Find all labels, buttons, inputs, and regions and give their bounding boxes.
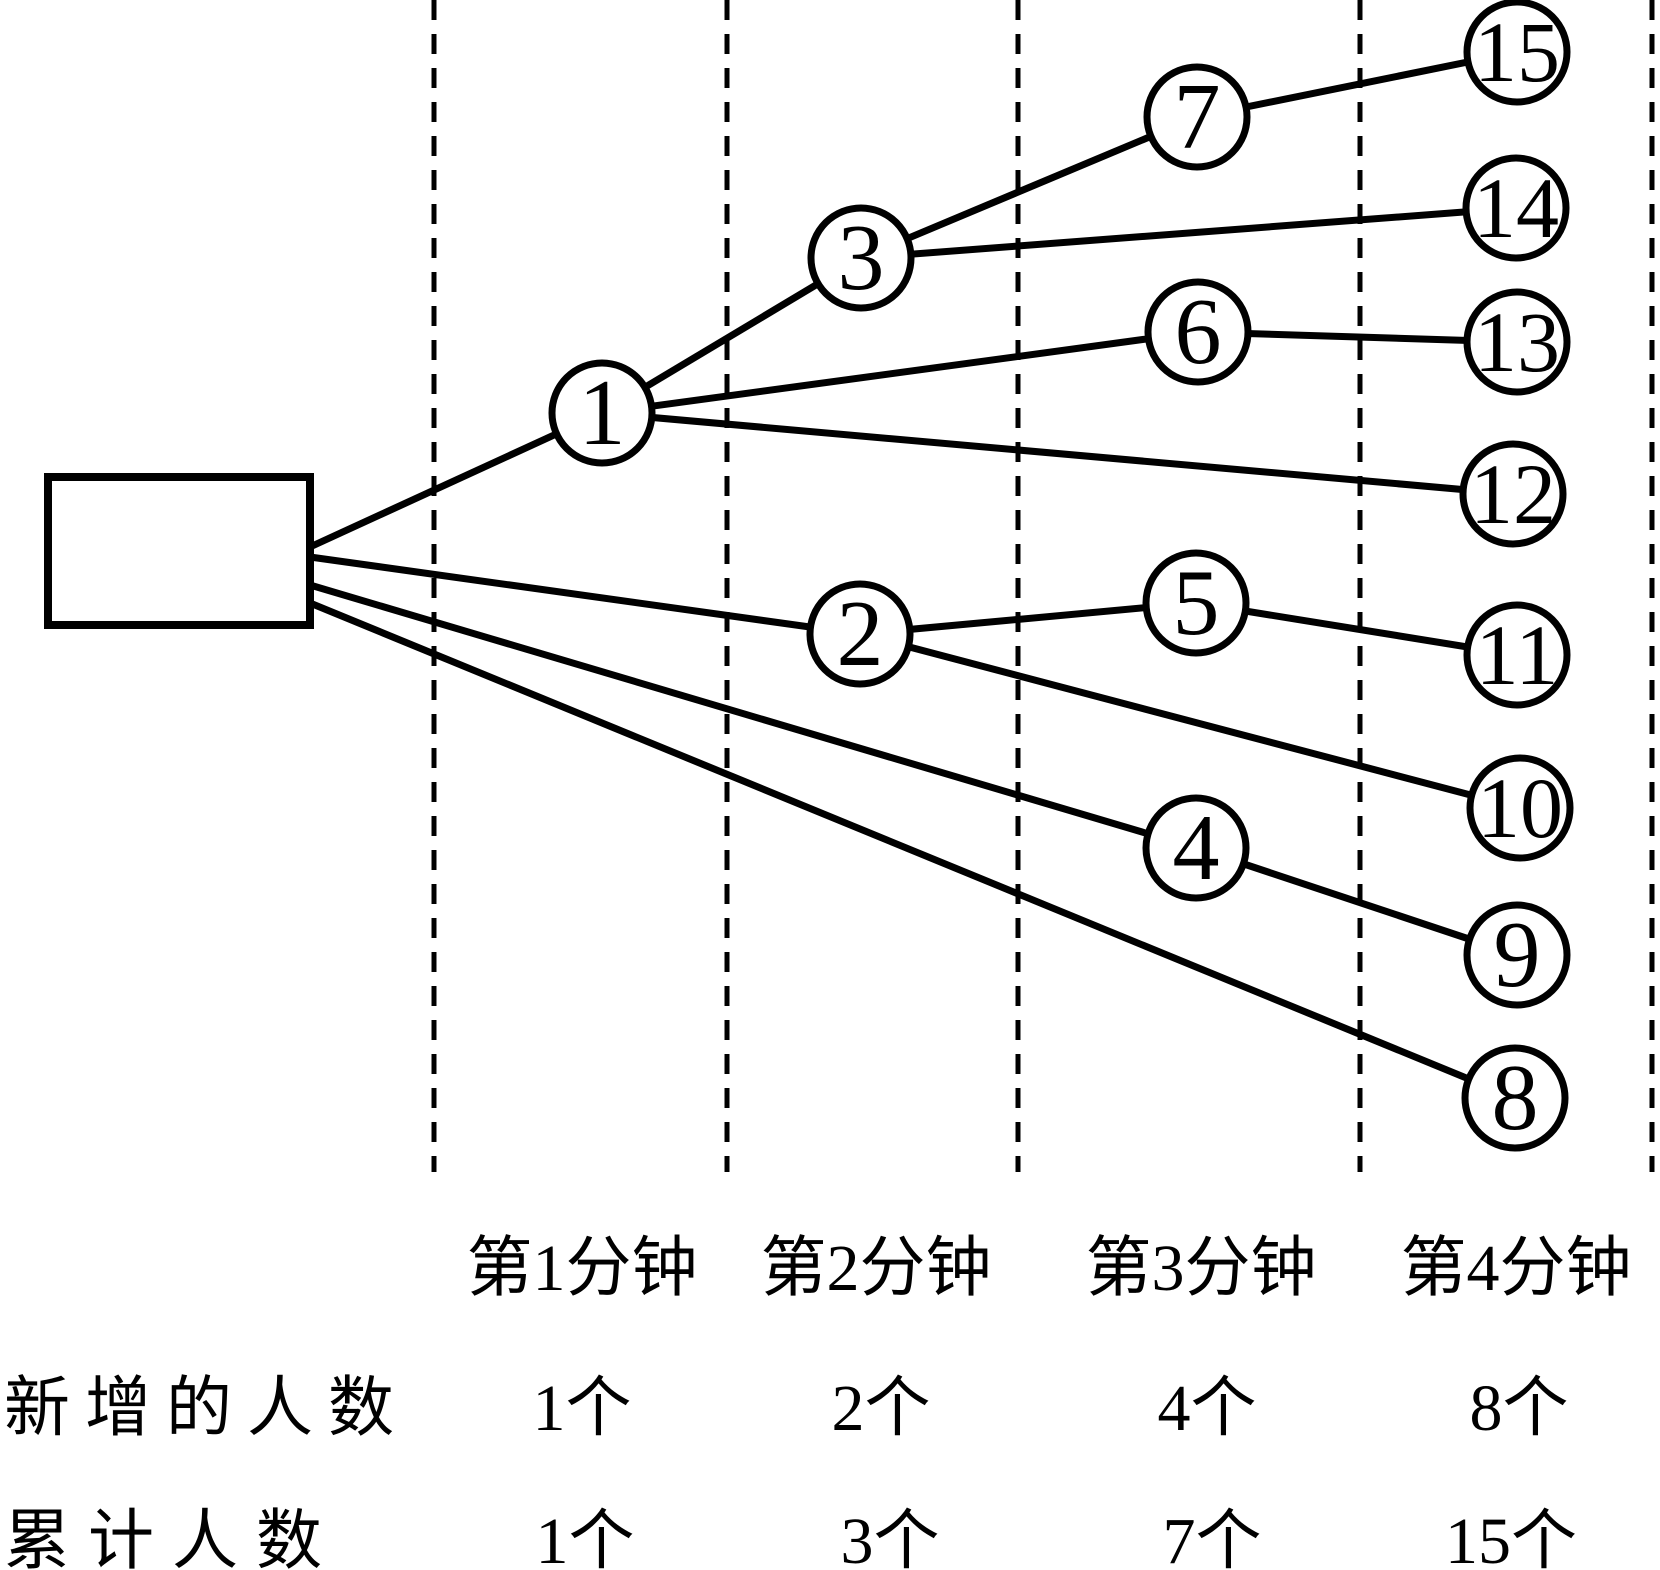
node-circle-10 [1466,754,1574,862]
origin-box [44,473,314,629]
node-circle-9 [1463,901,1571,1009]
new-people-minute-2: 2个 [832,1372,931,1445]
node-circle-11 [1463,601,1571,709]
edge-5-11 [1195,599,1518,659]
column-header-minute-2: 第2分钟 [761,1232,992,1305]
node-label-12: 12 [1470,446,1556,542]
node-circle-7 [1143,63,1251,171]
node-circle-4 [1142,794,1250,902]
cumulative-people-minute-4: 15个 [1445,1505,1577,1570]
column-header-minute-4: 第4分钟 [1401,1232,1632,1305]
node-circle-6 [1144,278,1252,386]
edge-box-2 [309,553,861,638]
node-label-6: 6 [1175,280,1222,384]
node-label-2: 2 [837,582,884,686]
node-circle-5 [1142,549,1250,657]
edge-1-6 [601,328,1199,417]
node-circle-1 [548,359,656,467]
node-label-1: 1 [579,361,626,465]
node-label-8: 8 [1492,1046,1539,1150]
new-people-minute-3: 4个 [1158,1372,1257,1445]
edge-box-8 [308,599,1517,1102]
edge-2-10 [859,630,1521,812]
node-label-13: 13 [1474,294,1560,390]
node-label-4: 4 [1173,796,1220,900]
column-header-minute-3: 第3分钟 [1086,1232,1317,1305]
node-circle-13 [1463,288,1571,396]
node-circle-2 [806,580,914,688]
node-circle-15 [1463,0,1571,106]
edge-1-12 [601,409,1514,498]
new-people-minute-1: 1个 [533,1372,632,1445]
node-circle-12 [1459,440,1567,548]
new-people-minute-4: 8个 [1470,1372,1569,1445]
node-label-11: 11 [1476,607,1559,703]
node-circle-14 [1462,154,1570,262]
edge-box-1 [308,409,604,551]
edge-7-15 [1196,48,1518,121]
node-label-5: 5 [1173,551,1220,655]
edge-3-14 [860,204,1517,262]
edge-2-5 [859,599,1197,638]
node-label-7: 7 [1174,65,1221,169]
edge-3-7 [859,113,1199,262]
row-label-cumulative-people: 累计人数 [4,1505,340,1570]
edge-4-9 [1194,844,1519,959]
node-label-10: 10 [1477,760,1563,856]
edge-box-4 [309,581,1197,852]
row-label-new-people: 新增的人数 [4,1372,409,1445]
node-label-14: 14 [1473,160,1559,256]
node-circle-3 [807,204,915,312]
node-circle-8 [1461,1044,1569,1152]
cumulative-people-minute-3: 7个 [1163,1505,1262,1570]
cumulative-people-minute-1: 1个 [536,1505,635,1570]
node-label-3: 3 [838,206,885,310]
node-label-15: 15 [1474,4,1560,100]
cumulative-people-minute-2: 3个 [841,1505,940,1570]
node-label-9: 9 [1494,903,1541,1007]
column-header-minute-1: 第1分钟 [467,1232,698,1305]
